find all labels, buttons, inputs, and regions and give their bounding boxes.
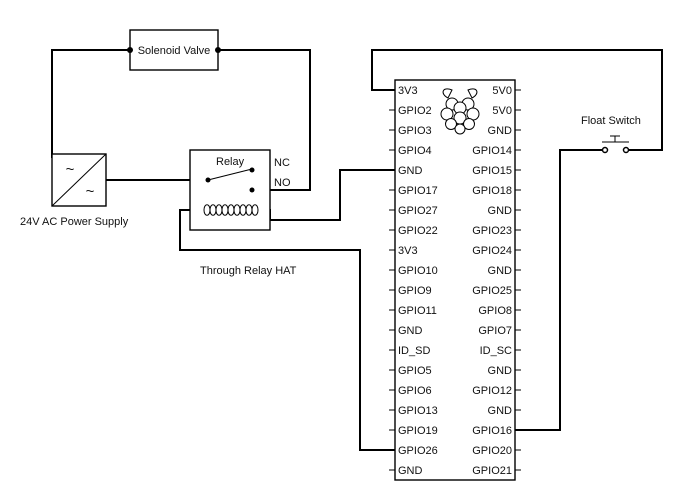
right-pin-label: GPIO16 [472,425,512,437]
right-pin-label: GND [488,125,513,137]
right-pin-label: GPIO25 [472,285,512,297]
right-pin-label: GPIO18 [472,185,512,197]
right-pin-label: ID_SC [480,345,512,357]
left-pin-label: GPIO19 [398,425,438,437]
left-pin-label: GPIO6 [398,385,432,397]
right-pin-column: 5V05V0GNDGPIO14GPIO15GPIO18GNDGPIO23GPIO… [472,85,521,477]
right-pin-label: 5V0 [492,105,512,117]
relay-nc-label: NC [274,157,290,169]
left-pin-label: 3V3 [398,85,418,97]
left-pin-label: GPIO4 [398,145,432,157]
right-pin-label: GPIO20 [472,445,512,457]
right-pin-label: GPIO7 [478,325,512,337]
power-supply: ~ ~ 24V AC Power Supply [20,153,129,228]
svg-text:~: ~ [86,183,95,200]
left-pin-label: GPIO13 [398,405,438,417]
relay-coil [203,204,259,216]
raspberry-pi-logo [440,88,480,135]
left-pin-label: GND [398,165,423,177]
right-pin-label: GPIO21 [472,465,512,477]
relay-no-label: NO [274,177,291,189]
right-pin-label: GND [488,265,513,277]
left-pin-label: GPIO26 [398,445,438,457]
right-pin-label: GPIO23 [472,225,512,237]
left-pin-label: GPIO9 [398,285,432,297]
left-pin-column: 3V3GPIO2GPIO3GPIO4GNDGPIO17GPIO27GPIO223… [389,85,438,477]
right-pin-label: GPIO8 [478,305,512,317]
left-pin-label: GPIO5 [398,365,432,377]
right-pin-label: GPIO12 [472,385,512,397]
svg-text:~: ~ [66,161,75,178]
right-pin-label: GPIO15 [472,165,512,177]
left-pin-label: GPIO17 [398,185,438,197]
left-pin-label: GPIO10 [398,265,438,277]
right-pin-label: GND [488,365,513,377]
relay: Relay NC NO [189,149,291,231]
right-pin-label: GND [488,405,513,417]
left-pin-label: ID_SD [398,345,430,357]
solenoid-valve: Solenoid Valve [127,29,221,71]
left-pin-label: GPIO2 [398,105,432,117]
right-pin-label: GPIO24 [472,245,512,257]
float-switch: Float Switch [581,115,641,154]
raspberry-pi-header: 3V3GPIO2GPIO3GPIO4GNDGPIO17GPIO27GPIO223… [389,79,521,481]
power-supply-label: 24V AC Power Supply [20,216,129,228]
left-pin-label: 3V3 [398,245,418,257]
float-switch-label: Float Switch [581,115,641,127]
wire-solenoid-to-relay-no [218,49,311,191]
relay-switch-arm [207,168,253,181]
left-pin-label: GPIO11 [398,305,437,317]
right-pin-label: GPIO14 [472,145,512,157]
left-pin-label: GND [398,325,423,337]
wire-relay-coil-to-gpio26 [179,209,395,451]
relay-label: Relay [216,156,245,168]
wire-solenoid-to-power [51,49,130,158]
left-pin-label: GPIO27 [398,205,438,217]
left-pin-label: GPIO22 [398,225,438,237]
right-pin-label: GND [488,205,513,217]
wire-3v3-to-float-switch [371,49,663,151]
solenoid-valve-label: Solenoid Valve [138,45,211,57]
right-pin-label: 5V0 [492,85,512,97]
relay-hat-note: Through Relay HAT [200,265,297,277]
wire-float-switch-to-gpio16 [515,149,603,431]
left-pin-label: GND [398,465,423,477]
left-pin-label: GPIO3 [398,125,432,137]
